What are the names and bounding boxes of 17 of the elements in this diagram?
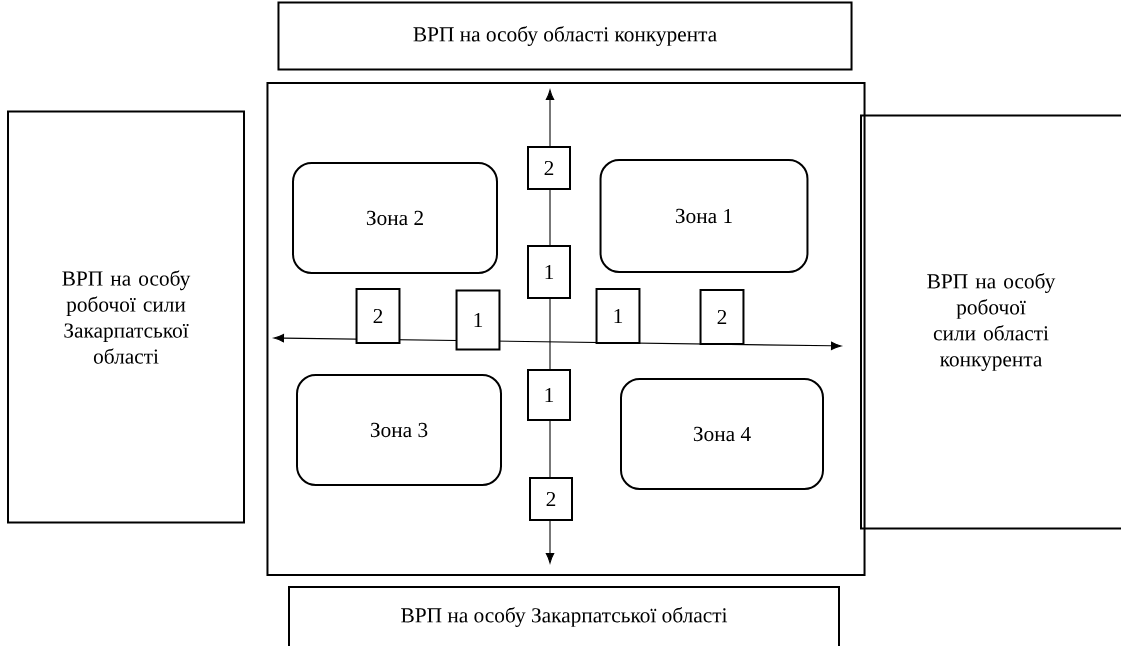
number-box: 2 [527,146,571,190]
frame-box [266,82,866,576]
text-box: ВРП на особу робочої сили Закарпатської області [7,110,245,524]
zone-box: Зона 3 [296,374,502,486]
text-box: ВРП на особу Закарпатської області [288,586,840,646]
number-box: 1 [527,245,571,299]
number-box: 1 [455,289,501,351]
number-box: 2 [355,288,401,344]
number-box: 1 [527,369,571,421]
number-box: 1 [595,288,641,344]
text-box: ВРП на особу робочої сили області конкурента [860,114,1122,530]
zone-box: Зона 1 [599,159,809,273]
text-box: ВРП на особу області конкурента [277,1,853,71]
zone-box: Зона 2 [292,162,498,274]
zone-box: Зона 4 [620,378,824,490]
number-box: 2 [529,477,573,521]
number-box: 2 [699,289,745,345]
